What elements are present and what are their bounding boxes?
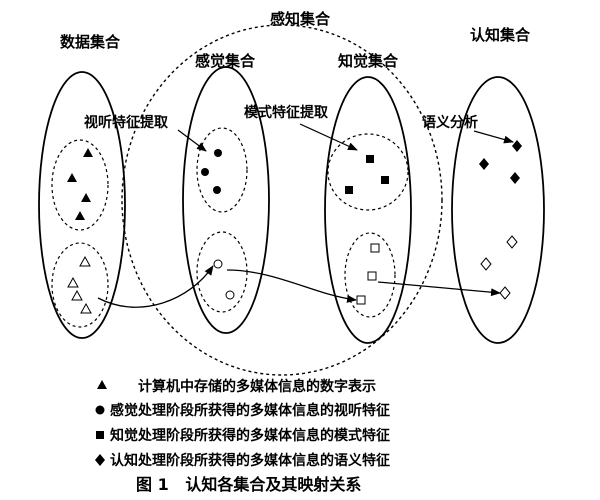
filled-triangle-icon: [83, 148, 93, 157]
figure-caption: 图 1 认知各集合及其映射关系: [136, 475, 361, 494]
filled-square-icon: [381, 176, 389, 184]
legend-item-pattern-features: 知觉处理阶段所获得的多媒体信息的模式特征: [110, 427, 390, 444]
filled-diamond-icon: [512, 140, 522, 152]
hollow-diamond-icon: [480, 257, 492, 271]
percept-set-label: 知觉集合: [338, 52, 399, 70]
hollow-diamond-icon: [499, 286, 511, 300]
hollow-circle-icon: [213, 259, 223, 269]
legend-item-semantic-features: 认知处理阶段所获得的多媒体信息的语义特征: [110, 452, 390, 469]
hollow-triangle-icon: [79, 255, 91, 267]
legend-square-icon: [96, 431, 104, 439]
hollow-square-icon: [356, 295, 366, 305]
filled-circle-icon: [213, 186, 221, 194]
sensation-to-percept-mapping-arrow: [226, 269, 357, 303]
filled-triangle-icon: [75, 211, 85, 220]
audiovisual-pointer-arrow: [177, 129, 207, 152]
cognition-set-ellipse: [451, 76, 545, 344]
pattern-pointer-arrow: [299, 123, 358, 151]
legend-triangle-icon: [97, 380, 107, 389]
filled-triangle-icon: [67, 173, 77, 182]
hollow-square-icon: [367, 271, 377, 281]
sensation-set-ellipse: [182, 66, 270, 334]
filled-circle-icon: [214, 149, 222, 157]
data-set-ellipse: [38, 71, 126, 339]
sensation-upper-subset: [196, 127, 248, 213]
cognition-filled-diamonds: [479, 140, 522, 184]
hollow-triangle-icon: [67, 276, 79, 288]
data-set-label: 数据集合: [60, 33, 121, 51]
filled-circle-icon: [201, 168, 209, 176]
hollow-diamond-icon: [506, 235, 518, 249]
sensation-lower-subset: [196, 231, 248, 313]
semantic-pointer-arrow: [473, 130, 514, 144]
data-filled-triangles: [67, 148, 93, 220]
filled-square-icon: [366, 155, 374, 163]
filled-diamond-icon: [479, 158, 489, 170]
sensation-hollow-circles: [213, 259, 235, 300]
semantic-analysis-label: 语义分析: [422, 114, 478, 131]
percept-set-ellipse: [324, 76, 412, 344]
legend-item-digital-representation: 计算机中存储的多媒体信息的数字表示: [138, 378, 376, 395]
data-to-sensation-mapping-arrow: [97, 265, 214, 308]
perception-set-ellipse: [121, 24, 443, 376]
legend: 计算机中存储的多媒体信息的数字表示 感觉处理阶段所获得的多媒体信息的视听特征 知…: [95, 378, 390, 469]
filled-square-icon: [345, 186, 353, 194]
percept-hollow-squares: [356, 243, 380, 305]
percept-to-cognition-mapping-arrow: [377, 281, 501, 297]
filled-triangle-icon: [81, 193, 91, 202]
hollow-triangle-icon: [80, 302, 92, 314]
data-hollow-triangles: [67, 255, 92, 314]
percept-lower-subset: [344, 232, 396, 318]
hollow-square-icon: [370, 243, 380, 253]
legend-circle-icon: [95, 405, 105, 415]
hollow-circle-icon: [225, 290, 235, 300]
sensation-filled-circles: [201, 149, 222, 194]
audiovisual-extraction-label: 视听特征提取: [84, 114, 169, 131]
pattern-extraction-label: 模式特征提取: [244, 104, 329, 121]
legend-diamond-icon: [95, 454, 105, 466]
cognition-set-label: 认知集合: [470, 26, 531, 44]
filled-diamond-icon: [510, 172, 520, 184]
sensation-set-label: 感觉集合: [195, 52, 256, 70]
percept-upper-subset: [327, 133, 409, 211]
data-upper-subset: [51, 139, 109, 231]
legend-item-audiovisual-features: 感觉处理阶段所获得的多媒体信息的视听特征: [110, 402, 390, 419]
hollow-triangle-icon: [71, 289, 83, 301]
data-lower-subset: [51, 242, 109, 328]
perception-set-label: 感知集合: [270, 10, 331, 28]
cognition-hollow-diamonds: [480, 235, 518, 300]
percept-filled-squares: [345, 155, 389, 194]
